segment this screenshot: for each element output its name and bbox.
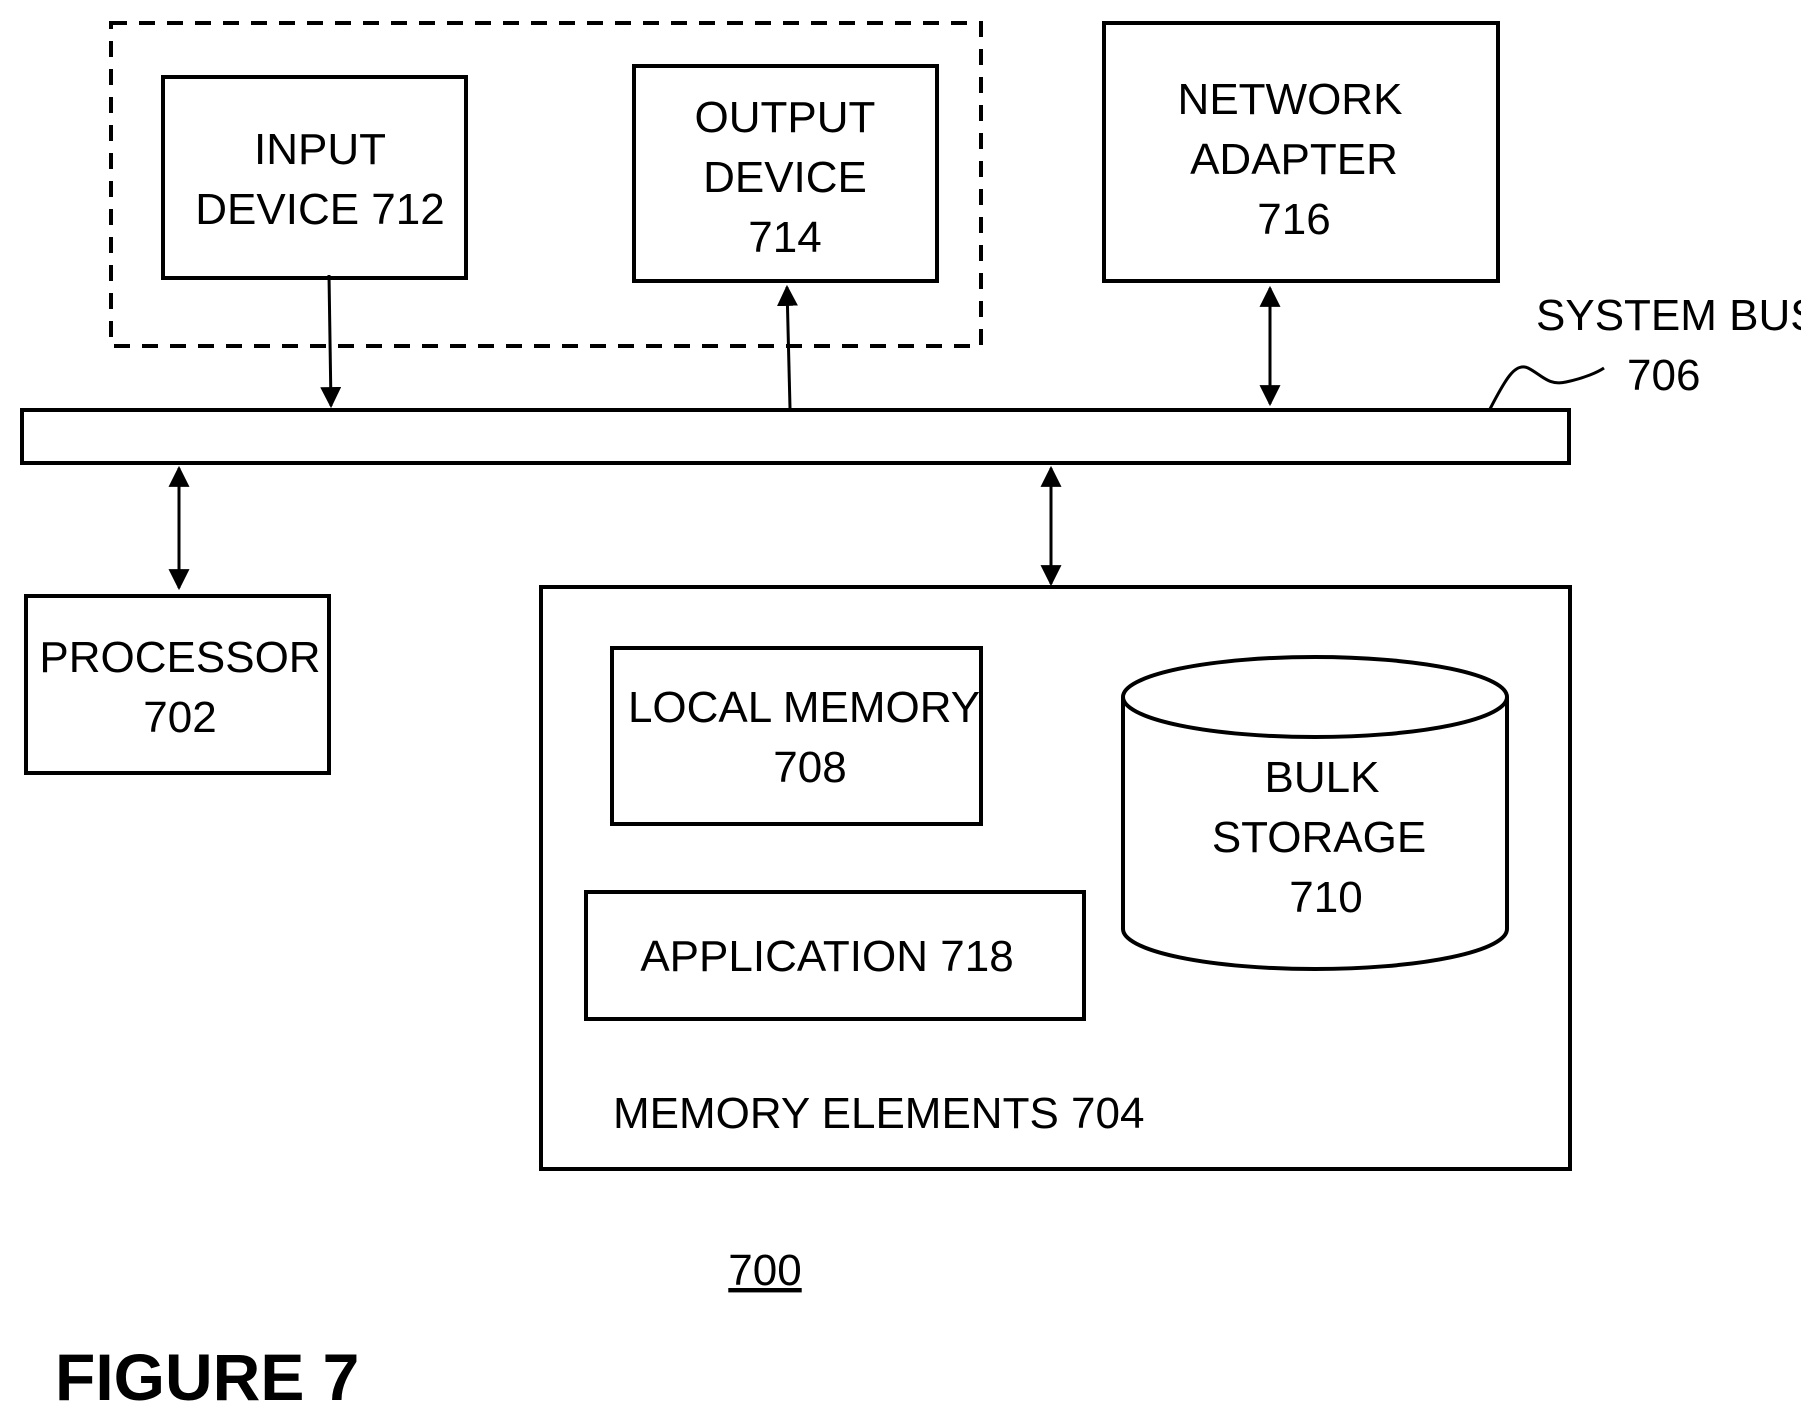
network-adapter-label-line1: NETWORK	[1178, 75, 1403, 124]
application-box: APPLICATION 718	[586, 892, 1084, 1019]
figure-label: FIGURE 7	[55, 1340, 359, 1414]
output-device-label-line1: OUTPUT	[695, 93, 876, 142]
input-device-label-line1: INPUT	[254, 125, 386, 174]
local-memory-label-line2: 708	[773, 743, 846, 792]
output-device-label-line3: 714	[748, 213, 821, 262]
processor-label-line1: PROCESSOR	[39, 633, 320, 682]
bus-to-output-arrow	[787, 287, 790, 408]
memory-elements-label: MEMORY ELEMENTS 704	[613, 1089, 1144, 1138]
input-device-box: INPUT DEVICE 712	[163, 77, 466, 278]
output-device-box: OUTPUT DEVICE 714	[634, 66, 937, 281]
output-device-label-line2: DEVICE	[703, 153, 867, 202]
input-device-label-line2: DEVICE 712	[195, 185, 444, 234]
local-memory-box: LOCAL MEMORY 708	[612, 648, 981, 824]
reference-numeral: 700	[728, 1246, 801, 1295]
processor-label-line2: 702	[143, 693, 216, 742]
bulk-storage-cylinder: BULK STORAGE 710	[1123, 657, 1507, 969]
application-label: APPLICATION 718	[640, 932, 1013, 981]
input-to-bus-arrow	[329, 275, 331, 406]
local-memory-label-line1: LOCAL MEMORY	[628, 683, 980, 732]
network-adapter-label-line3: 716	[1257, 195, 1330, 244]
system-bus-label-line2: 706	[1627, 351, 1700, 400]
network-adapter-box: NETWORK ADAPTER 716	[1104, 23, 1498, 281]
bulk-storage-label-line1: BULK	[1265, 753, 1380, 802]
system-bus-leader-line	[1490, 367, 1604, 409]
system-bus-bar	[22, 410, 1569, 463]
system-bus-label-line1: SYSTEM BUS	[1536, 291, 1801, 340]
processor-box: PROCESSOR 702	[26, 596, 329, 773]
network-adapter-label-line2: ADAPTER	[1190, 135, 1398, 184]
bulk-storage-label-line2: STORAGE	[1212, 813, 1426, 862]
bulk-storage-label-line3: 710	[1289, 873, 1362, 922]
